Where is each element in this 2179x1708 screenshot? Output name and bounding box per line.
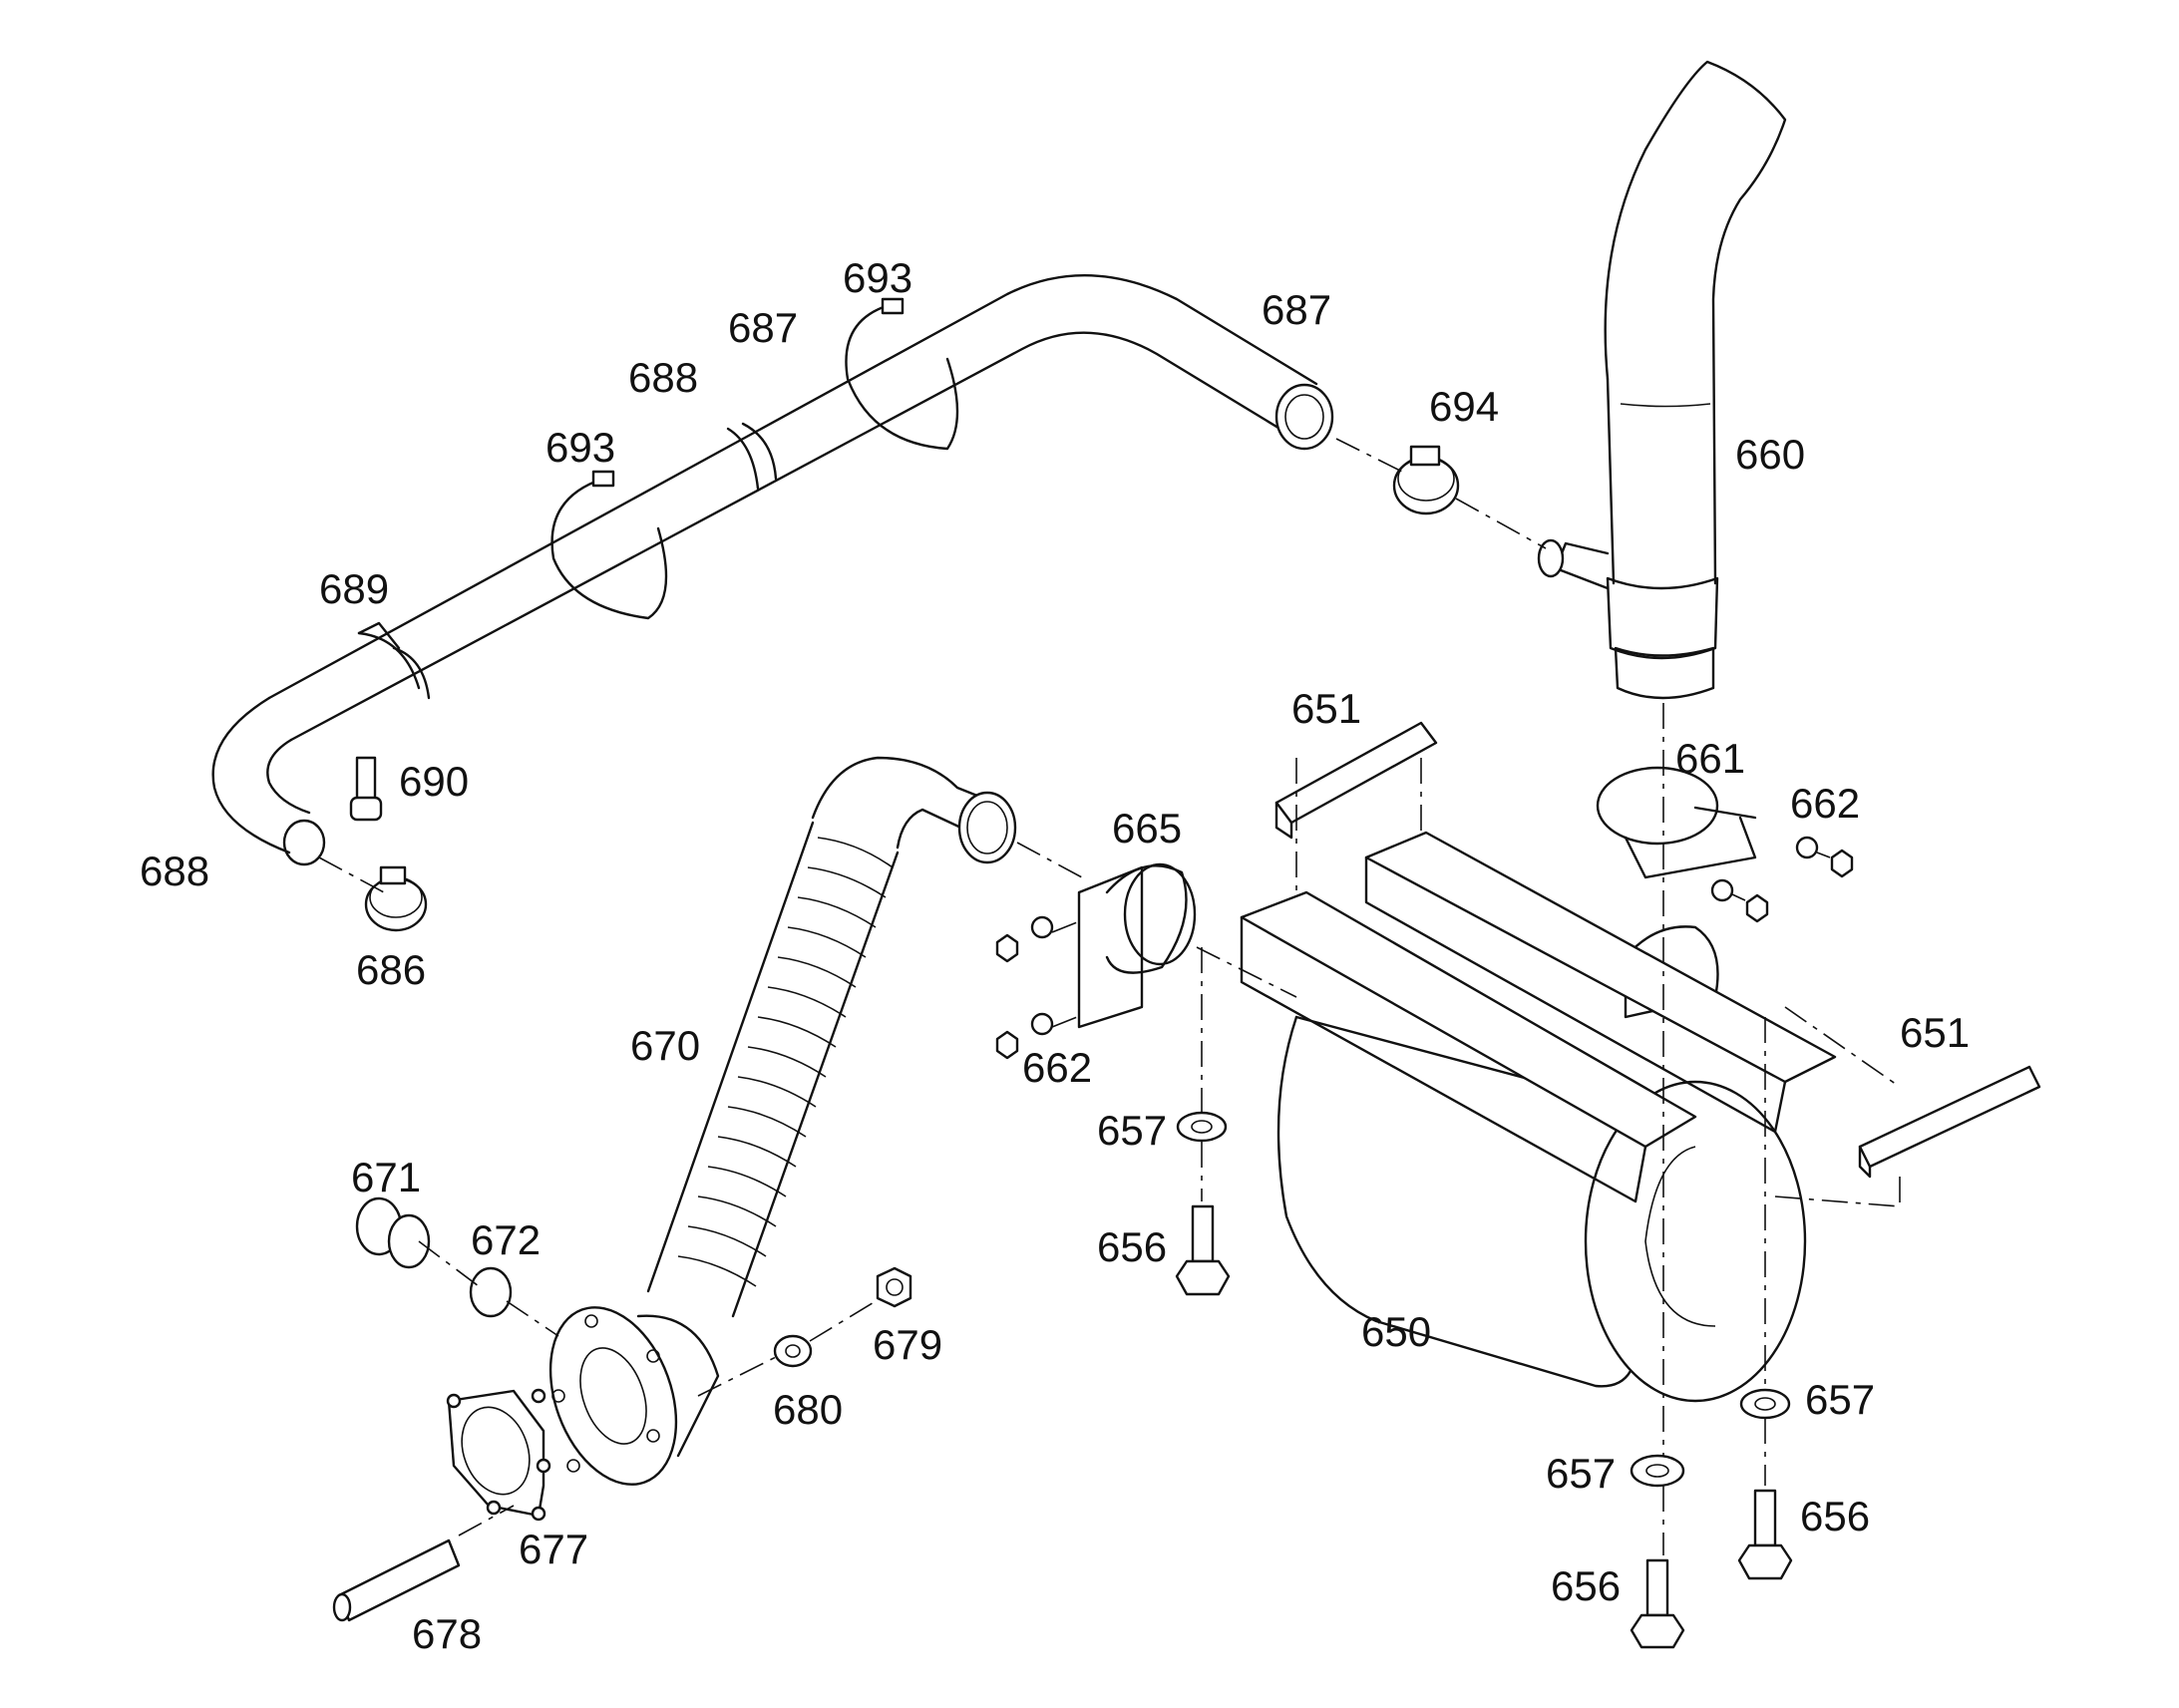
hose-clamp-694 (1392, 445, 1460, 515)
label-680: 680 (773, 1386, 843, 1433)
label-687-left: 687 (728, 304, 798, 351)
label-656-right: 656 (1800, 1493, 1870, 1539)
cable-tie-693-left (550, 470, 668, 620)
label-657-right: 657 (1805, 1376, 1875, 1423)
upper-exhaust-pipe (211, 274, 1334, 866)
label-671: 671 (351, 1154, 421, 1200)
label-650: 650 (1361, 1308, 1431, 1355)
clamp-665 (1077, 862, 1197, 1029)
washer-657-left (1176, 1111, 1228, 1143)
bracket-651-right (1858, 1065, 2041, 1179)
washer-680 (773, 1334, 813, 1368)
assembly-center-lines (318, 438, 1901, 1555)
bolt-656-left (1175, 1204, 1231, 1296)
label-662-left: 662 (1022, 1044, 1092, 1091)
label-651-top: 651 (1291, 685, 1361, 732)
gasket-677 (446, 1388, 551, 1522)
label-678: 678 (412, 1610, 482, 1657)
plug-671 (355, 1196, 431, 1269)
label-690: 690 (399, 758, 469, 805)
nuts-662-right (1710, 836, 1854, 923)
label-693-right: 693 (843, 254, 912, 301)
label-665: 665 (1112, 805, 1182, 852)
bolt-656-right (1737, 1489, 1793, 1580)
flange-670 (548, 1306, 720, 1486)
nuts-662-left (995, 915, 1054, 1060)
muffler-650 (1276, 925, 1807, 1403)
nut-679 (876, 1266, 912, 1308)
label-657-bottom: 657 (1546, 1450, 1616, 1497)
bracket-651-top (1274, 721, 1438, 840)
label-679: 679 (873, 1321, 942, 1368)
label-670: 670 (630, 1022, 700, 1069)
ring-672 (469, 1266, 513, 1318)
label-672: 672 (471, 1216, 541, 1263)
label-660: 660 (1735, 431, 1805, 478)
mounting-rails (1240, 831, 1837, 1203)
label-693-left: 693 (545, 424, 615, 471)
label-662-right: 662 (1790, 780, 1860, 827)
label-656-bottom: 656 (1551, 1562, 1621, 1609)
clamp-661 (1596, 766, 1757, 879)
flex-pipe-670 (646, 756, 1017, 1318)
label-689: 689 (319, 565, 389, 612)
label-688-upper: 688 (628, 354, 698, 401)
cable-tie-693-right (845, 297, 959, 451)
label-661: 661 (1675, 735, 1745, 782)
hose-clamp-686 (364, 865, 428, 932)
label-651-right: 651 (1900, 1009, 1970, 1056)
washer-657-right (1739, 1388, 1791, 1420)
label-694: 694 (1429, 383, 1499, 430)
label-657-left: 657 (1097, 1107, 1167, 1154)
bolt-656-bottom (1630, 1558, 1685, 1649)
label-688-lower: 688 (140, 848, 209, 894)
label-656-left: 656 (1097, 1223, 1167, 1270)
washer-657-bottom (1630, 1454, 1685, 1488)
stud-678 (332, 1538, 461, 1622)
label-677: 677 (519, 1526, 588, 1572)
label-686: 686 (356, 946, 426, 993)
screw-690 (349, 756, 383, 822)
label-687-right: 687 (1262, 286, 1331, 333)
tail-pipe-660 (1537, 60, 1787, 700)
part-number-labels: 650 651 651 656 656 656 657 657 657 660 … (140, 254, 1970, 1657)
